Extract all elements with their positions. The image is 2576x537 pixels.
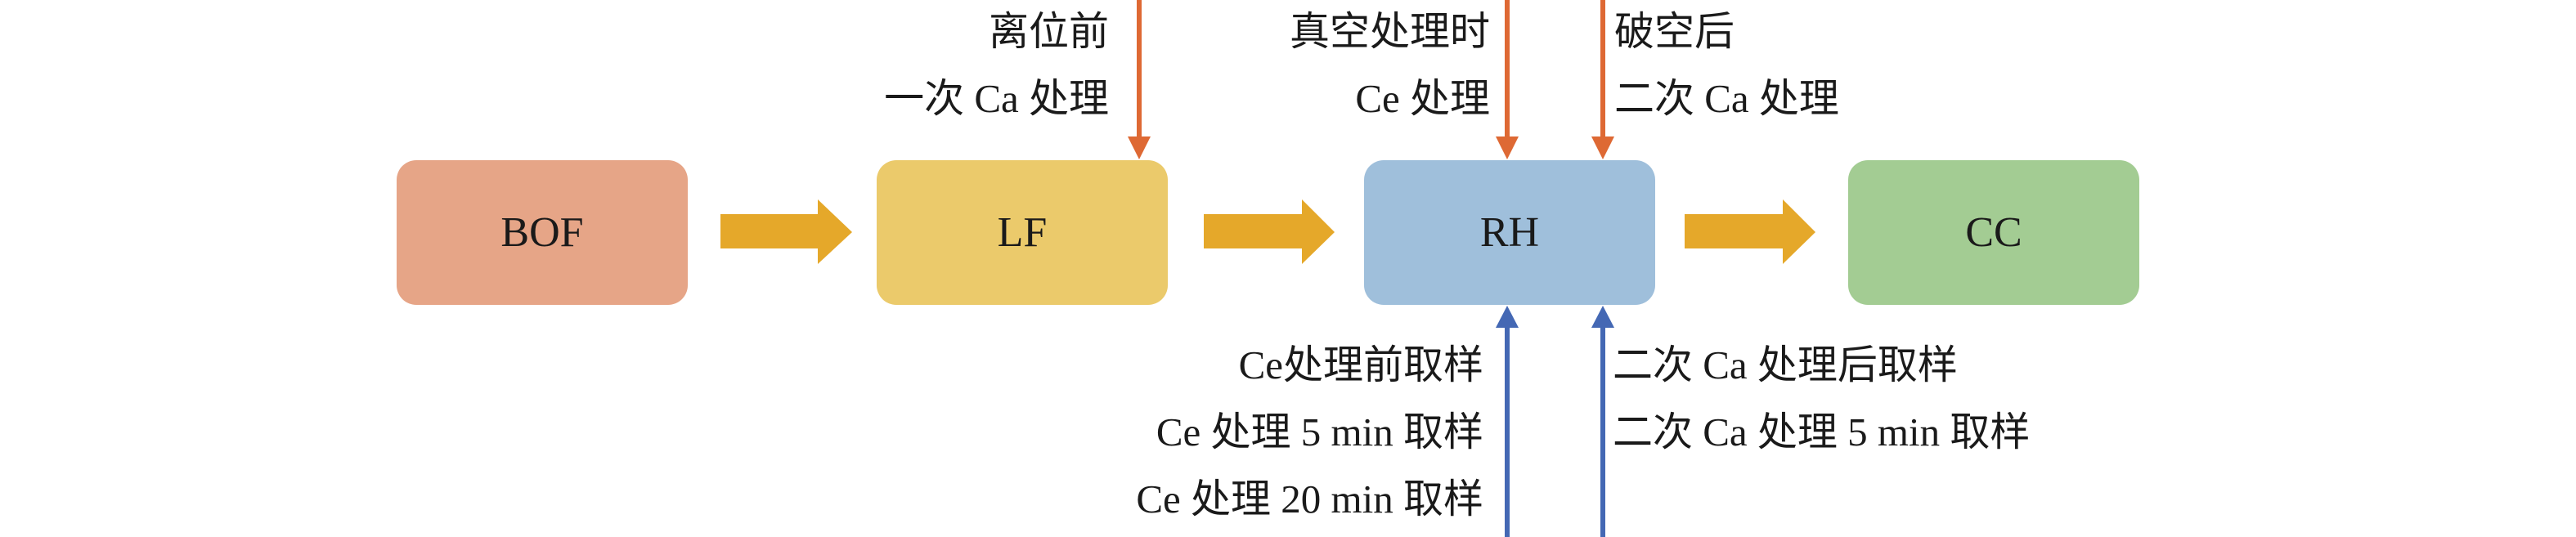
flow-arrow-rh-cc (1685, 199, 1817, 265)
addition-label-line: 破空后 (1614, 9, 1735, 54)
addition-label-line: 离位前 (988, 9, 1109, 54)
stage-lf: LF (877, 160, 1168, 305)
sampling-label-line: Ce 处理 5 min 取样 (1156, 409, 1483, 454)
stage-bof-label: BOF (500, 209, 584, 256)
sampling-label-line: 二次 Ca 处理 5 min 取样 (1613, 409, 2031, 454)
sampling-label-line: Ce处理前取样 (1238, 342, 1483, 387)
addition-label-line: 二次 Ca 处理 (1614, 76, 1839, 121)
sampling-label-line: Ce 处理 20 min 取样 (1136, 477, 1483, 521)
flow-arrow-bof-lf (720, 199, 853, 265)
sampling-label-ce: Ce处理前取样 Ce 处理 5 min 取样 Ce 处理 20 min 取样 (1136, 332, 1483, 533)
addition-arrow-lf (1128, 0, 1151, 159)
arrow-right-icon (1685, 199, 1815, 264)
stage-rh-label: RH (1479, 209, 1540, 256)
addition-label-line: 一次 Ca 处理 (884, 76, 1109, 121)
addition-label-lf: 离位前 一次 Ca 处理 (884, 0, 1109, 132)
sampling-arrow-ce (1496, 306, 1519, 537)
flow-arrow-lf-rh (1204, 199, 1336, 265)
addition-label-rh-ce: 真空处理时 Ce 处理 (1290, 0, 1490, 132)
addition-arrow-rh-ce (1496, 0, 1519, 159)
arrow-right-icon (1204, 199, 1335, 264)
stage-cc: CC (1848, 160, 2139, 305)
arrow-right-icon (720, 199, 852, 264)
sampling-label-line: 二次 Ca 处理后取样 (1613, 342, 1958, 387)
sampling-arrow-ca (1591, 306, 1614, 537)
addition-label-line: 真空处理时 (1289, 9, 1490, 54)
sampling-label-ca: 二次 Ca 处理后取样 二次 Ca 处理 5 min 取样 (1613, 332, 2030, 466)
stage-cc-label: CC (1965, 209, 2022, 256)
stage-bof: BOF (397, 160, 688, 305)
addition-label-rh-ca: 破空后 二次 Ca 处理 (1614, 0, 1839, 132)
addition-arrow-rh-ca (1591, 0, 1614, 159)
stage-lf-label: LF (997, 209, 1048, 256)
stage-rh: RH (1364, 160, 1655, 305)
addition-label-line: Ce 处理 (1355, 76, 1490, 121)
